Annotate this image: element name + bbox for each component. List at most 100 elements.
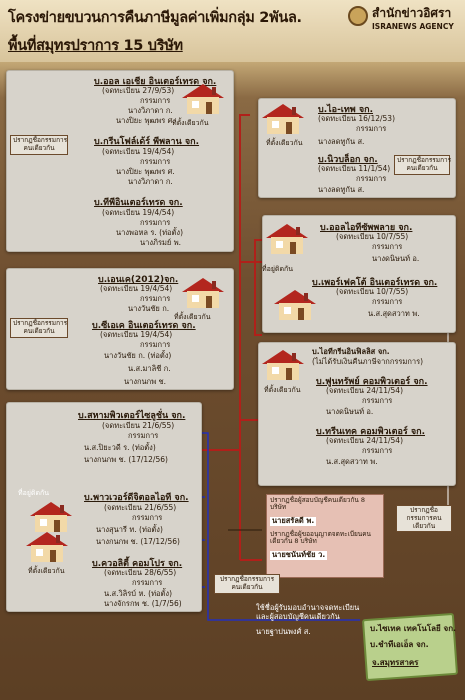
director: นางพอหล ร. (ท่อตั้ง) xyxy=(116,228,184,237)
same-address-label: ที่ตั้งเดียวกัน xyxy=(28,567,65,575)
director-heading: กรรมการ xyxy=(372,297,403,306)
house-icon xyxy=(180,276,226,314)
same-address-label: ที่ตั้งเดียวกัน xyxy=(172,119,209,127)
director: นางวิภาดา ก. xyxy=(128,106,173,115)
registration-date: (จดทะเบียน 19/4/54) xyxy=(100,284,173,293)
proxy-note: ใช้ชื่อผู้รับมอบอำนาจจดทะเบียนและผู้สอบบ… xyxy=(256,603,360,621)
header xyxy=(0,0,465,62)
company-name: บ.เพอร์เฟคโต้ อินเตอร์เทรด จก. xyxy=(312,278,438,288)
company-name: บ.ไซเทค เทคโนโลยี จก. xyxy=(370,624,457,633)
house-icon xyxy=(180,82,226,120)
company-name: บ.พาวเวอร์ดีจิตอลไอที จก. xyxy=(84,493,189,503)
director: นางวิภาดา ก. xyxy=(128,177,173,186)
house-icon xyxy=(24,530,70,568)
same-director-note: ปรากฏชื่อกรรมการ คนเดียวกัน xyxy=(10,135,68,155)
director: นางจักรกพ ช. (1/7/56) xyxy=(104,599,182,608)
director-heading: กรรมการ xyxy=(372,242,403,251)
auditor-note: ปรากฏชื่อผู้สอบบัญชีคนเดียวกัน 8 บริษัท xyxy=(270,496,366,512)
registration-date: (จดทะเบียน 10/7/55) xyxy=(336,287,409,296)
brand-name-en: ISRANEWS AGENCY xyxy=(372,22,454,31)
panel-group-6 xyxy=(6,402,202,612)
director-heading: กรรมการ xyxy=(356,124,387,133)
director: น.ส.ปิยะวดี ร. (ท่อตั้ง) xyxy=(84,443,156,452)
adjacent-address-label: ที่อยู่ติดกัน xyxy=(262,265,294,273)
director: นางกนกพ ช. (17/12/56) xyxy=(96,537,180,546)
director: นางกนกพ ช. (17/12/56) xyxy=(84,455,168,464)
house-icon xyxy=(260,348,306,386)
page-title: โครงข่ายขบวนการคืนภาษีมูลค่าเพิ่มกลุ่ม 2… xyxy=(8,10,302,26)
director: น.ส.วิลิรบ์ ห. (ท่อตั้ง) xyxy=(104,589,172,598)
house-icon xyxy=(260,102,306,140)
registrant-name: นายชนันท์ชัย ว. xyxy=(270,550,328,560)
house-icon xyxy=(28,500,74,538)
registration-date: (จดทะเบียน 16/12/53) xyxy=(318,114,396,123)
company-name: บ.ทีพีอินเตอร์เทรด จก. xyxy=(94,198,183,208)
registration-date: (จดทะเบียน 21/6/55) xyxy=(104,503,177,512)
director-heading: กรรมการ xyxy=(356,174,387,183)
proxy-name: นายฐาปนพงศ์ ส. xyxy=(256,627,311,636)
director: นางปิยะ พุฒพร ศ. xyxy=(116,116,175,125)
company-name: บ.ไอทีกรีนอินฟิลลิส จก. xyxy=(312,347,390,356)
registration-date: (จดทะเบียน 27/9/53) xyxy=(102,86,175,95)
same-director-note: ปรากฏชื่อกรรมการ คนเดียวกัน xyxy=(394,155,451,175)
company-note: (ไม่ได้รับเงินคืนภาษีจากกรรมการ) xyxy=(312,357,424,366)
province-label: จ.สมุทรสาคร xyxy=(372,658,419,667)
director-heading: กรรมการ xyxy=(362,396,393,405)
director: นางลดทูกัน ส. xyxy=(318,137,365,146)
director: นางภิรมย์ พ. xyxy=(140,238,182,247)
same-director-note: ปรากฏชื่อกรรมการคนเดียวกัน xyxy=(396,505,452,533)
same-director-note: ปรากฏชื่อกรรมการ คนเดียวกัน xyxy=(10,318,68,338)
company-name: บ.ชำทีเอเอ็ล จก. xyxy=(370,640,429,649)
director: น.ส.สุดสวาท พ. xyxy=(368,309,420,318)
house-icon xyxy=(272,288,318,326)
same-address-label: ที่ตั้งเดียวกัน xyxy=(264,386,301,394)
director: นางลดทูกัน ส. xyxy=(318,185,365,194)
registrant-note: ปรากฏชื่อผู้ขออนุญาตจดทะเบียนคนเดียวกัน … xyxy=(270,530,371,546)
registration-date: (จดทะเบียน 24/11/54) xyxy=(326,436,404,445)
director-heading: กรรมการ xyxy=(132,513,163,522)
registration-date: (จดทะเบียน 10/7/55) xyxy=(336,232,409,241)
director-heading: กรรมการ xyxy=(140,96,171,105)
director-heading: กรรมการ xyxy=(140,157,171,166)
house-icon xyxy=(264,222,310,260)
director: นางดนิษนท์ อ. xyxy=(372,254,420,263)
company-name: บ.ฟูนทรัพย์ คอมพิวเตอร์ จก. xyxy=(316,377,428,387)
director-heading: กรรมการ xyxy=(140,294,171,303)
company-name: บ.ทรีนเทค คอมพิวเตอร์ จก. xyxy=(316,427,425,437)
registration-date: (จดทะเบียน 19/4/54) xyxy=(102,147,175,156)
same-address-label: ที่ตั้งเดียวกัน xyxy=(266,139,303,147)
director: นางปิยะ พุฒพร ศ. xyxy=(116,167,175,176)
registration-date: (จดทะเบียน 19/4/54) xyxy=(100,330,173,339)
director-heading: กรรมการ xyxy=(128,431,159,440)
director: นางวันชัย ก. (ท่อตั้ง) xyxy=(104,351,172,360)
director: นางกนกพ ช. xyxy=(124,377,167,386)
director: นางดนิษนท์ อ. xyxy=(326,407,374,416)
director-heading: กรรมการ xyxy=(140,218,171,227)
registration-date: (จดทะเบียน 19/4/54) xyxy=(102,208,175,217)
director-heading: กรรมการ xyxy=(362,446,393,455)
company-name: บ.กรีนโฟล์เด้ร์ พีพลาน จก. xyxy=(94,137,200,147)
company-name: บ.ออลไอทีซัพพลาย จก. xyxy=(320,223,413,233)
registration-date: (จดทะเบียน 21/6/55) xyxy=(102,421,175,430)
auditor-note-box xyxy=(266,494,384,578)
director: น.ส.มาลิชี ก. xyxy=(128,364,171,373)
page-subtitle: พื้นที่สมุทรปราการ 15 บริษัท xyxy=(8,38,183,54)
company-name: บ.ควอลิตี้ คอมโปร จก. xyxy=(92,559,183,569)
company-name: บ.สหามพิวเตอร์ไซลูชั่น จก. xyxy=(78,411,186,421)
company-name: บ.เอนเค(2012)จก. xyxy=(98,275,179,285)
adjacent-address-label: ที่อยู่ติดกัน xyxy=(18,489,50,497)
director: นางสุนารี ท. (ท่อตั้ง) xyxy=(96,525,163,534)
company-name: บ.นิวบล็อก จก. xyxy=(318,155,378,165)
auditor-name: นายสรัลดี พ. xyxy=(270,516,317,526)
director-heading: กรรมการ xyxy=(132,578,163,587)
director: นางวันชัย ก. xyxy=(128,304,170,313)
company-name: บ.ไอ-เทพ จก. xyxy=(318,105,374,115)
director: น.ส.สุดสวาท พ. xyxy=(326,457,378,466)
isra-logo-icon xyxy=(348,6,368,26)
company-name: บ.ออล เอเชีย อินเตอร์เทรด จก. xyxy=(94,77,217,87)
same-director-note: ปรากฏชื่อกรรมการคนเดียวกัน xyxy=(214,574,280,594)
registration-date: (จดทะเบียน 11/1/54) xyxy=(318,164,391,173)
registration-date: (จดทะเบียน 28/6/55) xyxy=(104,568,177,577)
brand-name: สำนักข่าวอิศรา xyxy=(372,6,452,20)
registration-date: (จดทะเบียน 24/11/54) xyxy=(326,386,404,395)
